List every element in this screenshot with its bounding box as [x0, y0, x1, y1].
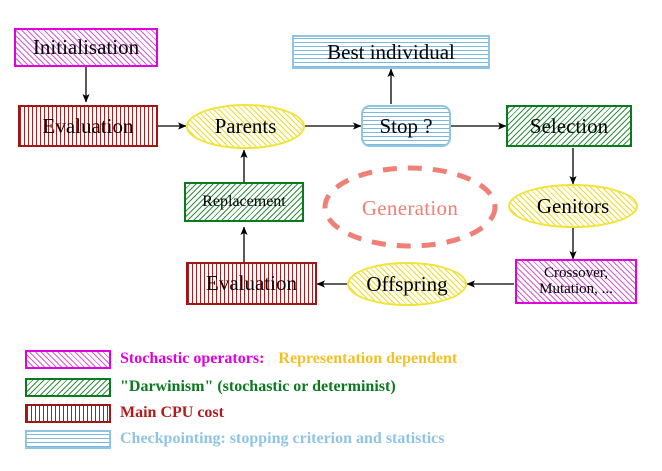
node-evaluation-top-label: Evaluation [42, 113, 134, 138]
node-offspring[interactable]: Offspring [347, 262, 467, 306]
legend-swatch-darwinism [25, 378, 111, 397]
node-best-individual[interactable]: Best individual [292, 35, 490, 69]
node-parents-label: Parents [214, 114, 277, 139]
node-parents[interactable]: Parents [186, 104, 305, 149]
legend-label-primary-4: Checkpointing: stopping criterion and st… [120, 430, 445, 447]
node-selection-label: Selection [529, 113, 609, 138]
legend-text-stochastic-operators: Stochastic operators: Representation dep… [120, 350, 457, 368]
node-replacement[interactable]: Replacement [184, 182, 304, 222]
node-best-individual-label: Best individual [327, 39, 455, 64]
node-selection[interactable]: Selection [506, 105, 632, 147]
generation-dashed-ellipse [322, 165, 498, 249]
legend-text-main-cpu-cost: Main CPU cost [120, 404, 224, 422]
node-stop[interactable]: Stop ? [361, 105, 451, 147]
node-evaluation-bottom[interactable]: Evaluation [186, 262, 317, 305]
node-offspring-label: Offspring [366, 271, 448, 296]
node-genitors[interactable]: Genitors [508, 184, 638, 228]
node-initialisation-label: Initialisation [32, 35, 140, 60]
node-initialisation[interactable]: Initialisation [14, 28, 158, 67]
legend-label-primary-2: "Darwinism" (stochastic or determinist) [120, 378, 396, 395]
node-evaluation-bottom-label: Evaluation [206, 271, 297, 296]
node-generation-label: Generation [361, 196, 459, 220]
legend-text-darwinism: "Darwinism" (stochastic or determinist) [120, 378, 396, 396]
node-crossover-mutation[interactable]: Crossover, Mutation, ... [515, 259, 637, 304]
node-stop-label: Stop ? [379, 113, 433, 138]
legend-label-primary-3: Main CPU cost [120, 404, 224, 421]
node-evaluation-top[interactable]: Evaluation [18, 105, 158, 147]
legend-swatch-checkpointing [25, 430, 111, 449]
node-genitors-label: Genitors [536, 193, 610, 218]
legend-swatch-stochastic-operators [25, 350, 111, 369]
legend-label-secondary-1: Representation dependent [278, 350, 458, 367]
legend-label-primary-1: Stochastic operators: [120, 350, 265, 367]
legend-swatch-main-cpu-cost [25, 404, 111, 423]
legend-text-checkpointing: Checkpointing: stopping criterion and st… [120, 430, 444, 448]
node-replacement-label: Replacement [202, 192, 286, 210]
node-crossover-mutation-label: Crossover, Mutation, ... [539, 264, 613, 297]
